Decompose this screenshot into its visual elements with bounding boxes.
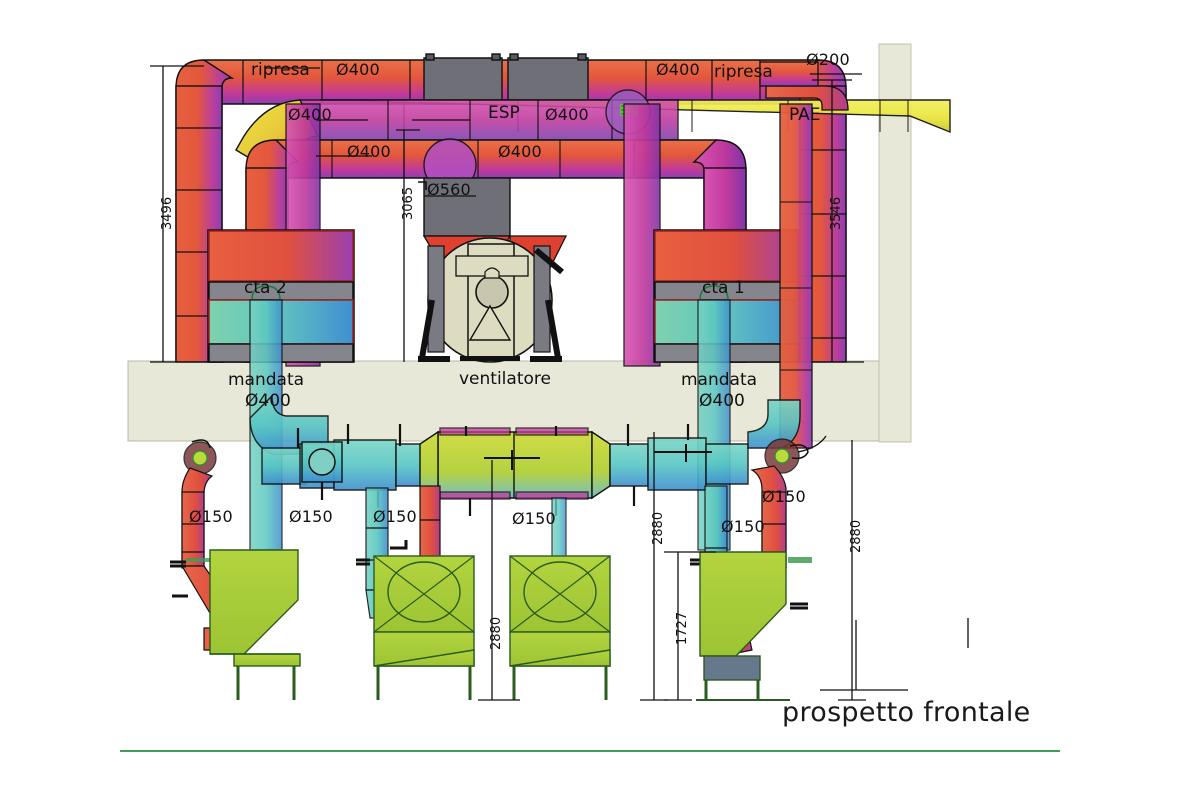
right-trunk-duct <box>779 103 813 449</box>
label-ripresa-right: ripresa <box>714 62 773 82</box>
label-d200: Ø200 <box>806 50 850 69</box>
footer-rule <box>120 750 1060 752</box>
lower-plenum <box>249 394 801 516</box>
label-d400-top-right: Ø400 <box>656 60 700 79</box>
dimension-lines <box>150 65 969 701</box>
label-pae: PAE <box>789 105 821 125</box>
label-cta-1: cta 1 <box>702 278 745 298</box>
dim-left-3496: 3496 <box>160 196 175 230</box>
label-d150-2: Ø150 <box>289 507 333 526</box>
label-ripresa-left: ripresa <box>251 60 310 80</box>
dim-center-3065: 3065 <box>401 186 416 220</box>
ventilatore-unit <box>418 177 568 363</box>
label-d150-6: Ø150 <box>721 517 765 536</box>
label-d400-mid-left: Ø400 <box>347 142 391 161</box>
label-mandata-right-dia: Ø400 <box>699 391 745 411</box>
dim-2880-b: 2880 <box>651 511 666 545</box>
equipment-hood-3 <box>509 555 611 700</box>
equipment-hood-1 <box>209 549 301 700</box>
equipment-hood-2 <box>373 555 475 700</box>
dim-1727: 1727 <box>675 611 690 645</box>
label-d400-upper-left: Ø400 <box>288 105 332 124</box>
grey-unit-left <box>423 53 503 105</box>
label-d150-5: Ø150 <box>762 487 806 506</box>
equipment-hood-4 <box>696 551 790 701</box>
grey-unit-right <box>507 53 589 105</box>
label-d400-esp-right: Ø400 <box>545 105 589 124</box>
dim-2880-a: 2880 <box>489 616 504 650</box>
label-d150-3: Ø150 <box>373 507 417 526</box>
label-mandata-left-dia: Ø400 <box>245 391 291 411</box>
dim-2880-c: 2880 <box>849 519 864 553</box>
label-ventilatore: ventilatore <box>459 369 551 389</box>
label-cta-2: cta 2 <box>244 278 287 298</box>
label-d400-mid-center: Ø400 <box>498 142 542 161</box>
label-d150-4: Ø150 <box>512 509 556 528</box>
drawing-title: prospetto frontale <box>782 697 1031 728</box>
label-mandata-right: mandata <box>681 370 758 390</box>
label-d560: Ø560 <box>427 180 471 199</box>
label-mandata-left: mandata <box>228 370 305 390</box>
d200-duct <box>759 61 849 111</box>
label-d150-1: Ø150 <box>189 507 233 526</box>
label-esp: ESP <box>488 103 520 123</box>
dim-right-3546: 3546 <box>829 196 844 230</box>
label-d400-top-left: Ø400 <box>336 60 380 79</box>
